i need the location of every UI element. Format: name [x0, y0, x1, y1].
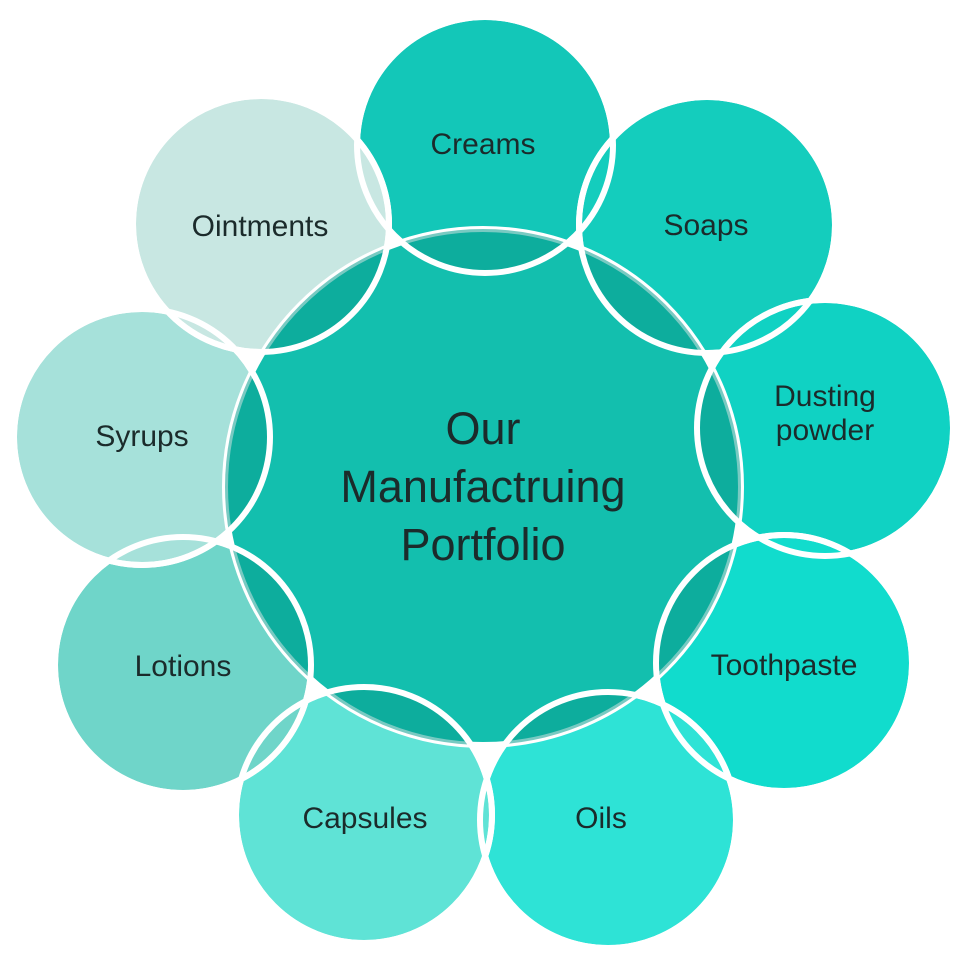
petal-label-ointments: Ointments: [192, 210, 329, 243]
center-title-line: Portfolio: [400, 519, 565, 570]
overlap-layer: [11, 14, 956, 951]
petal-outline: [477, 689, 739, 951]
petal-label-line: Creams: [430, 128, 535, 161]
petal-label-line: Ointments: [192, 210, 329, 243]
petal-label-line: Syrups: [95, 420, 188, 453]
center-title-line: Manufactruing: [340, 461, 625, 512]
petal-outline: [52, 534, 314, 796]
petal-label-toothpaste: Toothpaste: [711, 649, 858, 682]
petal-outline: [130, 93, 392, 355]
petal-label-soaps: Soaps: [663, 209, 748, 242]
petal-outline: [694, 297, 956, 559]
petal-label-syrups: Syrups: [95, 420, 188, 453]
center-title-line: Our: [445, 403, 520, 454]
petal-label-line: Toothpaste: [711, 649, 858, 682]
petal-outline: [354, 14, 616, 276]
petal-outline: [576, 94, 838, 356]
petal-outline: [11, 306, 273, 568]
petal-label-line: Soaps: [663, 209, 748, 242]
petal-label-line: Capsules: [302, 802, 427, 835]
petal-label-line: powder: [776, 414, 874, 447]
petal-label-line: Lotions: [135, 650, 232, 683]
petal-label-line: Oils: [575, 802, 627, 835]
petal-label-line: Dusting: [774, 380, 876, 413]
petal-label-lotions: Lotions: [135, 650, 232, 683]
petal-label-oils: Oils: [575, 802, 627, 835]
petal-outline: [653, 532, 915, 794]
petal-outline: [233, 684, 495, 946]
petal-label-creams: Creams: [430, 128, 535, 161]
petal-label-capsules: Capsules: [302, 802, 427, 835]
